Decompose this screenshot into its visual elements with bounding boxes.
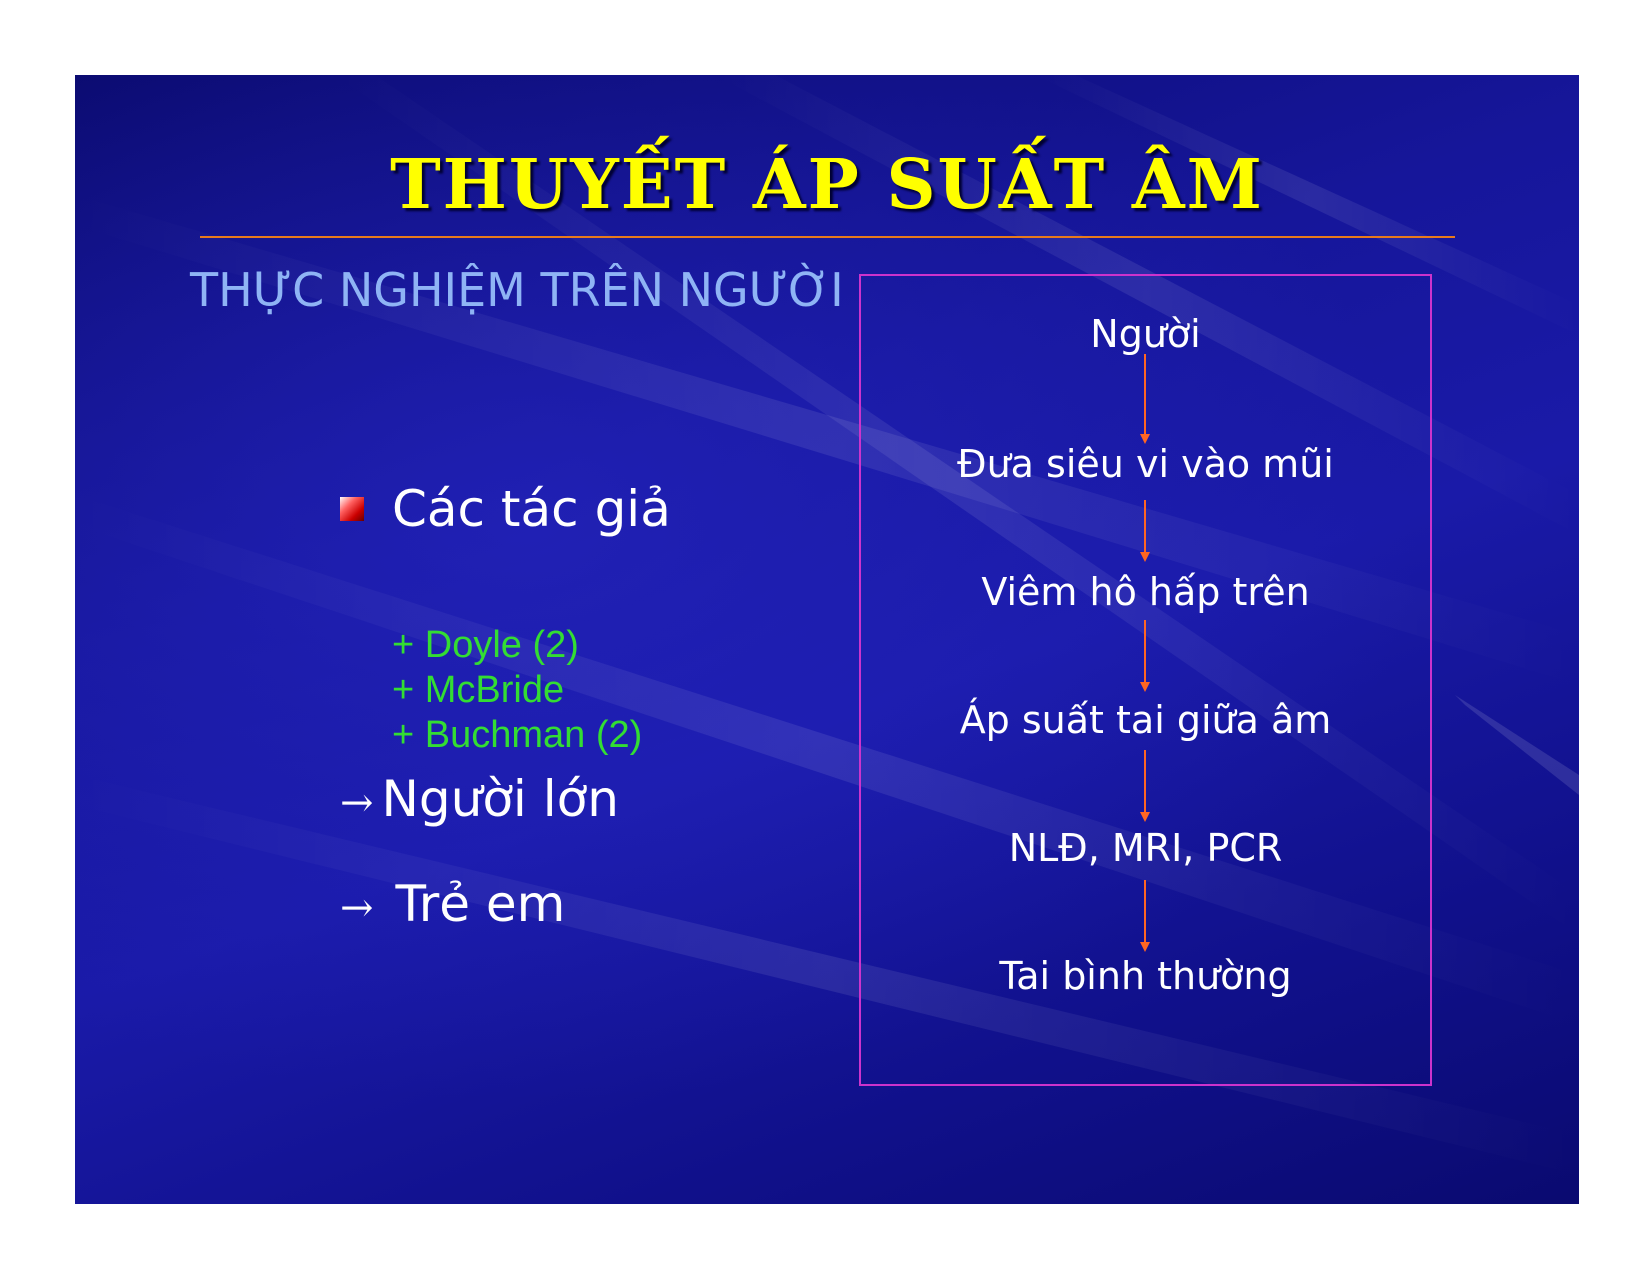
background-rays bbox=[75, 75, 1579, 1175]
flow-arrow-4 bbox=[1140, 750, 1150, 822]
flow-arrow-1 bbox=[1140, 354, 1150, 444]
flow-step-normal-ear: Tai bình thường bbox=[999, 954, 1292, 998]
flow-arrow-3 bbox=[1140, 620, 1150, 692]
title-divider bbox=[200, 236, 1455, 238]
flow-step-person: Người bbox=[1090, 312, 1201, 356]
flow-step-virus-nose: Đưa siêu vi vào mũi bbox=[957, 442, 1334, 486]
child-label: Trẻ em bbox=[395, 875, 566, 933]
author-item: + McBride bbox=[392, 669, 565, 711]
flow-arrow-2 bbox=[1140, 500, 1150, 562]
flow-step-upper-respiratory: Viêm hô hấp trên bbox=[981, 570, 1310, 614]
author-item: + Doyle (2) bbox=[392, 624, 579, 666]
slide-subtitle: THỰC NGHIỆM TRÊN NGƯỜI bbox=[190, 263, 844, 317]
child-item: → Trẻ em bbox=[340, 875, 565, 933]
adult-label: Người lớn bbox=[381, 770, 619, 828]
slide: THUYẾT ÁP SUẤT ÂM THỰC NGHIỆM TRÊN NGƯỜI… bbox=[75, 75, 1579, 1204]
flow-step-tests: NLĐ, MRI, PCR bbox=[1008, 826, 1283, 870]
author-list: + Doyle (2) + McBride + Buchman (2) bbox=[392, 623, 642, 758]
flow-arrow-5 bbox=[1140, 880, 1150, 952]
author-item: + Buchman (2) bbox=[392, 714, 643, 756]
slide-title: THUYẾT ÁP SUẤT ÂM bbox=[390, 145, 1264, 225]
right-arrow-icon: → bbox=[340, 780, 374, 826]
adult-item: → Người lớn bbox=[340, 770, 619, 828]
right-arrow-icon: → bbox=[340, 885, 374, 931]
flow-step-negative-pressure: Áp suất tai giữa âm bbox=[959, 698, 1332, 742]
bullet-text: Các tác giả bbox=[392, 480, 671, 538]
flowchart-box: Người Đưa siêu vi vào mũi Viêm hô hấp tr… bbox=[859, 274, 1432, 1086]
bullet-item-authors: Các tác giả bbox=[340, 480, 671, 538]
flowchart-arrows bbox=[1140, 354, 1150, 952]
square-bullet-icon bbox=[340, 497, 364, 521]
